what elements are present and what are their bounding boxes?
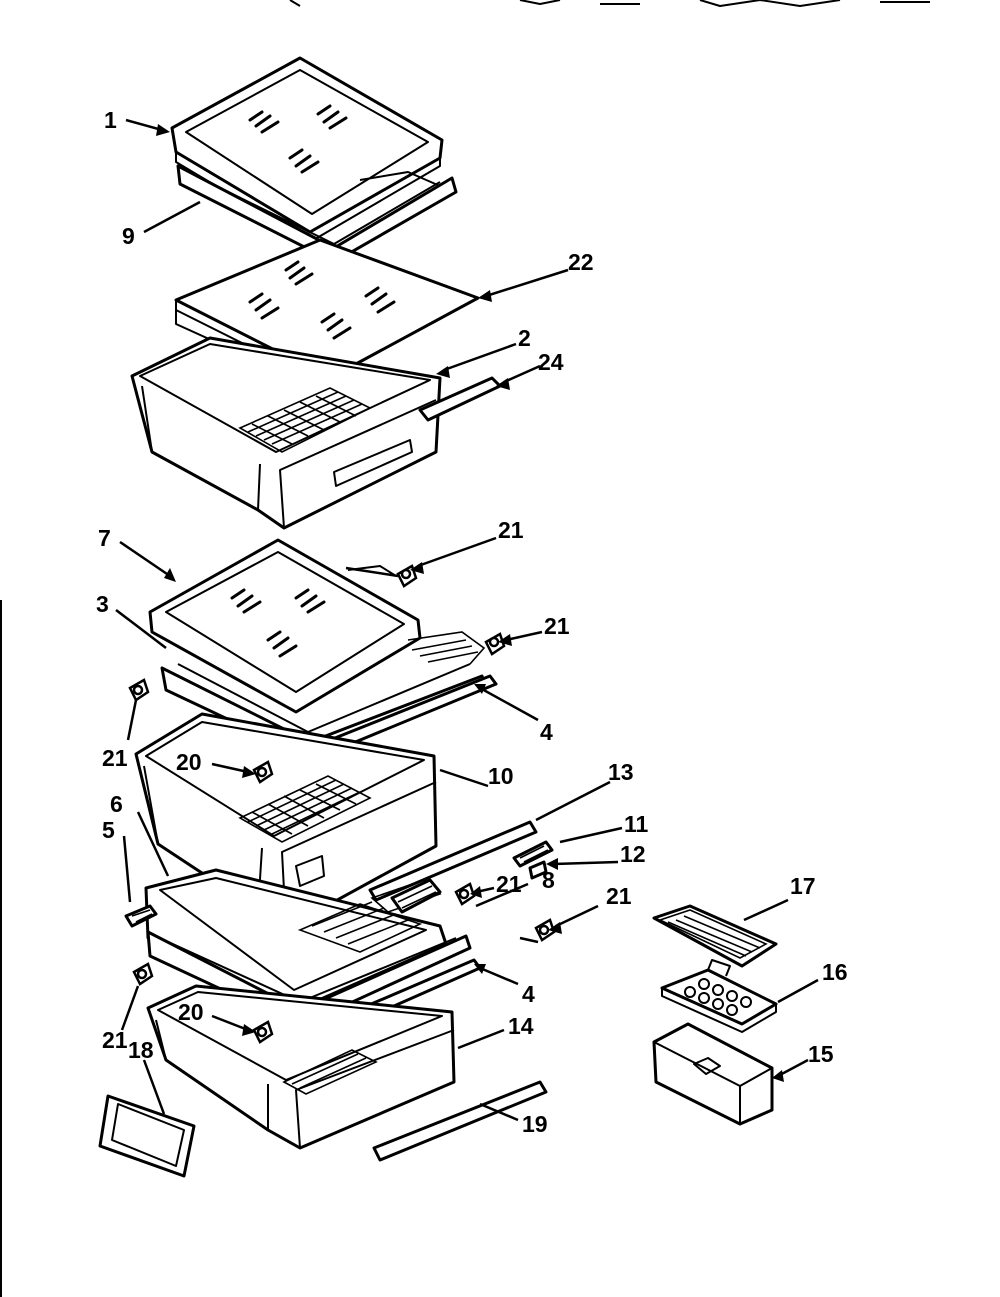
callout-21-b: 21 (544, 613, 570, 639)
part-8-latch (390, 878, 442, 914)
callout-21-a: 21 (498, 517, 524, 543)
callout-4-a: 4 (540, 719, 553, 745)
egg-tray-cups (684, 978, 752, 1016)
part-11-control-slide (512, 840, 554, 868)
part-18-label-frame (98, 1094, 196, 1178)
part-19-bottom-rail (372, 1080, 548, 1162)
callout-11: 11 (624, 811, 649, 837)
callout-21-f: 21 (102, 1027, 128, 1053)
callout-12: 12 (620, 841, 646, 867)
callout-13: 13 (608, 759, 634, 785)
clip-20-lower (252, 1020, 274, 1044)
callout-4-b: 4 (522, 981, 535, 1007)
leader-lines (115, 118, 819, 1122)
callout-8: 8 (542, 867, 555, 893)
callout-21-c: 21 (102, 745, 128, 771)
callout-20-b: 20 (178, 999, 204, 1025)
callout-labels: 1 9 22 2 24 7 21 3 21 21 4 20 10 13 11 6… (96, 107, 848, 1137)
part-14-lower-crisper-drawer (146, 984, 456, 1150)
callout-19: 19 (522, 1111, 548, 1137)
callout-2: 2 (518, 325, 531, 351)
clip-21-left-lower (132, 962, 154, 986)
callout-18: 18 (128, 1037, 154, 1063)
callout-14: 14 (508, 1013, 534, 1039)
part-17-egg-bin-cover (652, 904, 778, 968)
callout-24: 24 (538, 349, 564, 375)
clip-21-upper-right (396, 564, 418, 588)
callout-21-e: 21 (606, 883, 632, 909)
callout-5: 5 (102, 817, 115, 843)
callout-17: 17 (790, 873, 816, 899)
top-edge-remnant (289, 0, 930, 7)
part-2-upper-crisper-drawer (130, 336, 442, 530)
part-5-shelf-cap (124, 904, 158, 928)
callout-1: 1 (104, 107, 117, 133)
part-1-glass-shelf (170, 56, 444, 243)
callout-7: 7 (98, 525, 111, 551)
part-15-egg-bin (652, 1022, 774, 1126)
clip-20-upper (252, 760, 274, 784)
callout-20-a: 20 (176, 749, 202, 775)
callout-6: 6 (110, 791, 123, 817)
callout-3: 3 (96, 591, 109, 617)
callout-9: 9 (122, 223, 135, 249)
callout-22: 22 (568, 249, 594, 275)
clip-21-mid-right (484, 632, 506, 656)
callout-16: 16 (822, 959, 848, 985)
clip-21-center (454, 882, 476, 906)
part-12-control-knob (528, 860, 548, 880)
callout-21-d: 21 (496, 871, 522, 897)
part-16-egg-tray (660, 959, 778, 1033)
clip-21-left-upper (128, 678, 150, 702)
callout-15: 15 (808, 1041, 834, 1067)
callout-10: 10 (488, 763, 514, 789)
